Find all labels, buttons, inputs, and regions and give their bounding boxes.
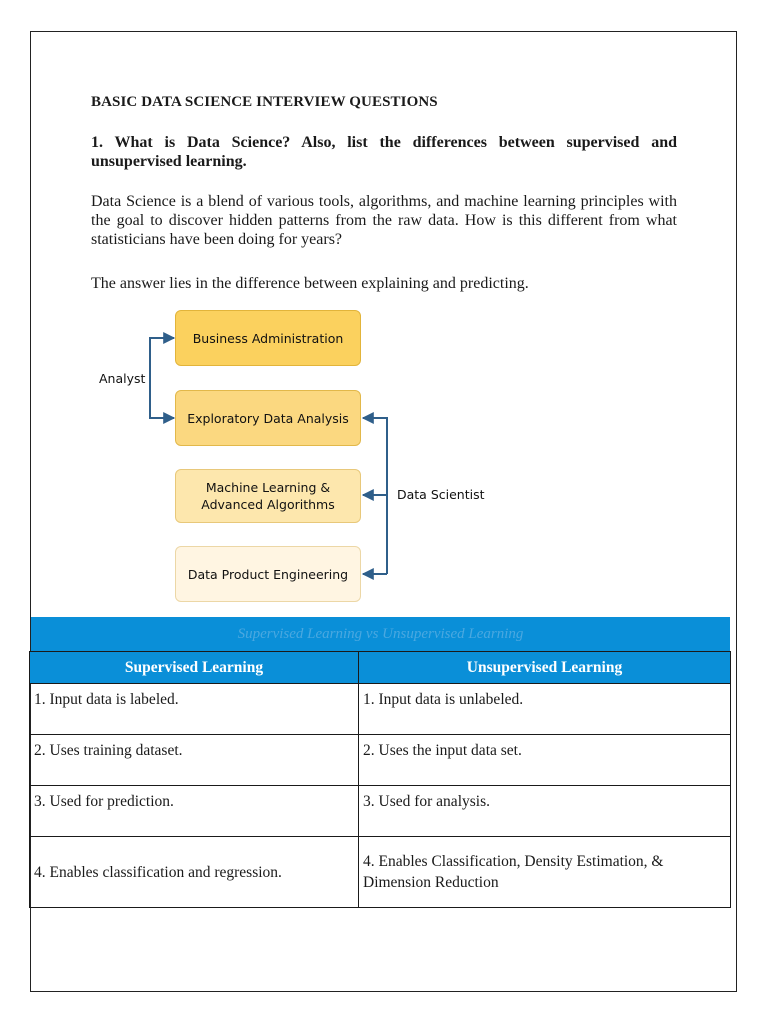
box-exploratory-data-analysis: Exploratory Data Analysis [175, 390, 361, 446]
document-heading: BASIC DATA SCIENCE INTERVIEW QUESTIONS [91, 94, 438, 110]
table-cell: 3. Used for analysis. [358, 785, 731, 837]
box-business-administration: Business Administration [175, 310, 361, 366]
box-machine-learning: Machine Learning & Advanced Algorithms [175, 469, 361, 523]
header-unsupervised: Unsupervised Learning [358, 651, 731, 684]
table-row: 4. Enables classification and regression… [29, 836, 731, 908]
table-cell: 4. Enables classification and regression… [29, 836, 359, 908]
page-frame [30, 31, 737, 992]
analyst-label: Analyst [99, 371, 146, 386]
data-scientist-label: Data Scientist [397, 487, 485, 502]
comparison-table: Supervised Learning Unsupervised Learnin… [29, 651, 731, 908]
table-row: 1. Input data is labeled. 1. Input data … [29, 683, 731, 735]
table-cell: 2. Uses training dataset. [29, 734, 359, 786]
table-row: 2. Uses training dataset. 2. Uses the in… [29, 734, 731, 786]
paragraph-definition: Data Science is a blend of various tools… [91, 193, 677, 248]
table-cell: 1. Input data is unlabeled. [358, 683, 731, 735]
table-title: Supervised Learning vs Unsupervised Lear… [31, 617, 730, 651]
table-cell: 1. Input data is labeled. [29, 683, 359, 735]
box-data-product-engineering: Data Product Engineering [175, 546, 361, 602]
diagram-arrows [149, 332, 388, 580]
table-cell: 3. Used for prediction. [29, 785, 359, 837]
paragraph-answer: The answer lies in the difference betwee… [91, 275, 529, 292]
table-row: 3. Used for prediction. 3. Used for anal… [29, 785, 731, 837]
header-supervised: Supervised Learning [29, 651, 359, 684]
question-text: 1. What is Data Science? Also, list the … [91, 134, 677, 170]
roles-diagram: Business Administration Exploratory Data… [95, 306, 515, 606]
table-cell: 4. Enables Classification, Density Estim… [358, 836, 731, 908]
table-cell: 2. Uses the input data set. [358, 734, 731, 786]
box-machine-learning-label: Machine Learning & Advanced Algorithms [201, 480, 335, 512]
